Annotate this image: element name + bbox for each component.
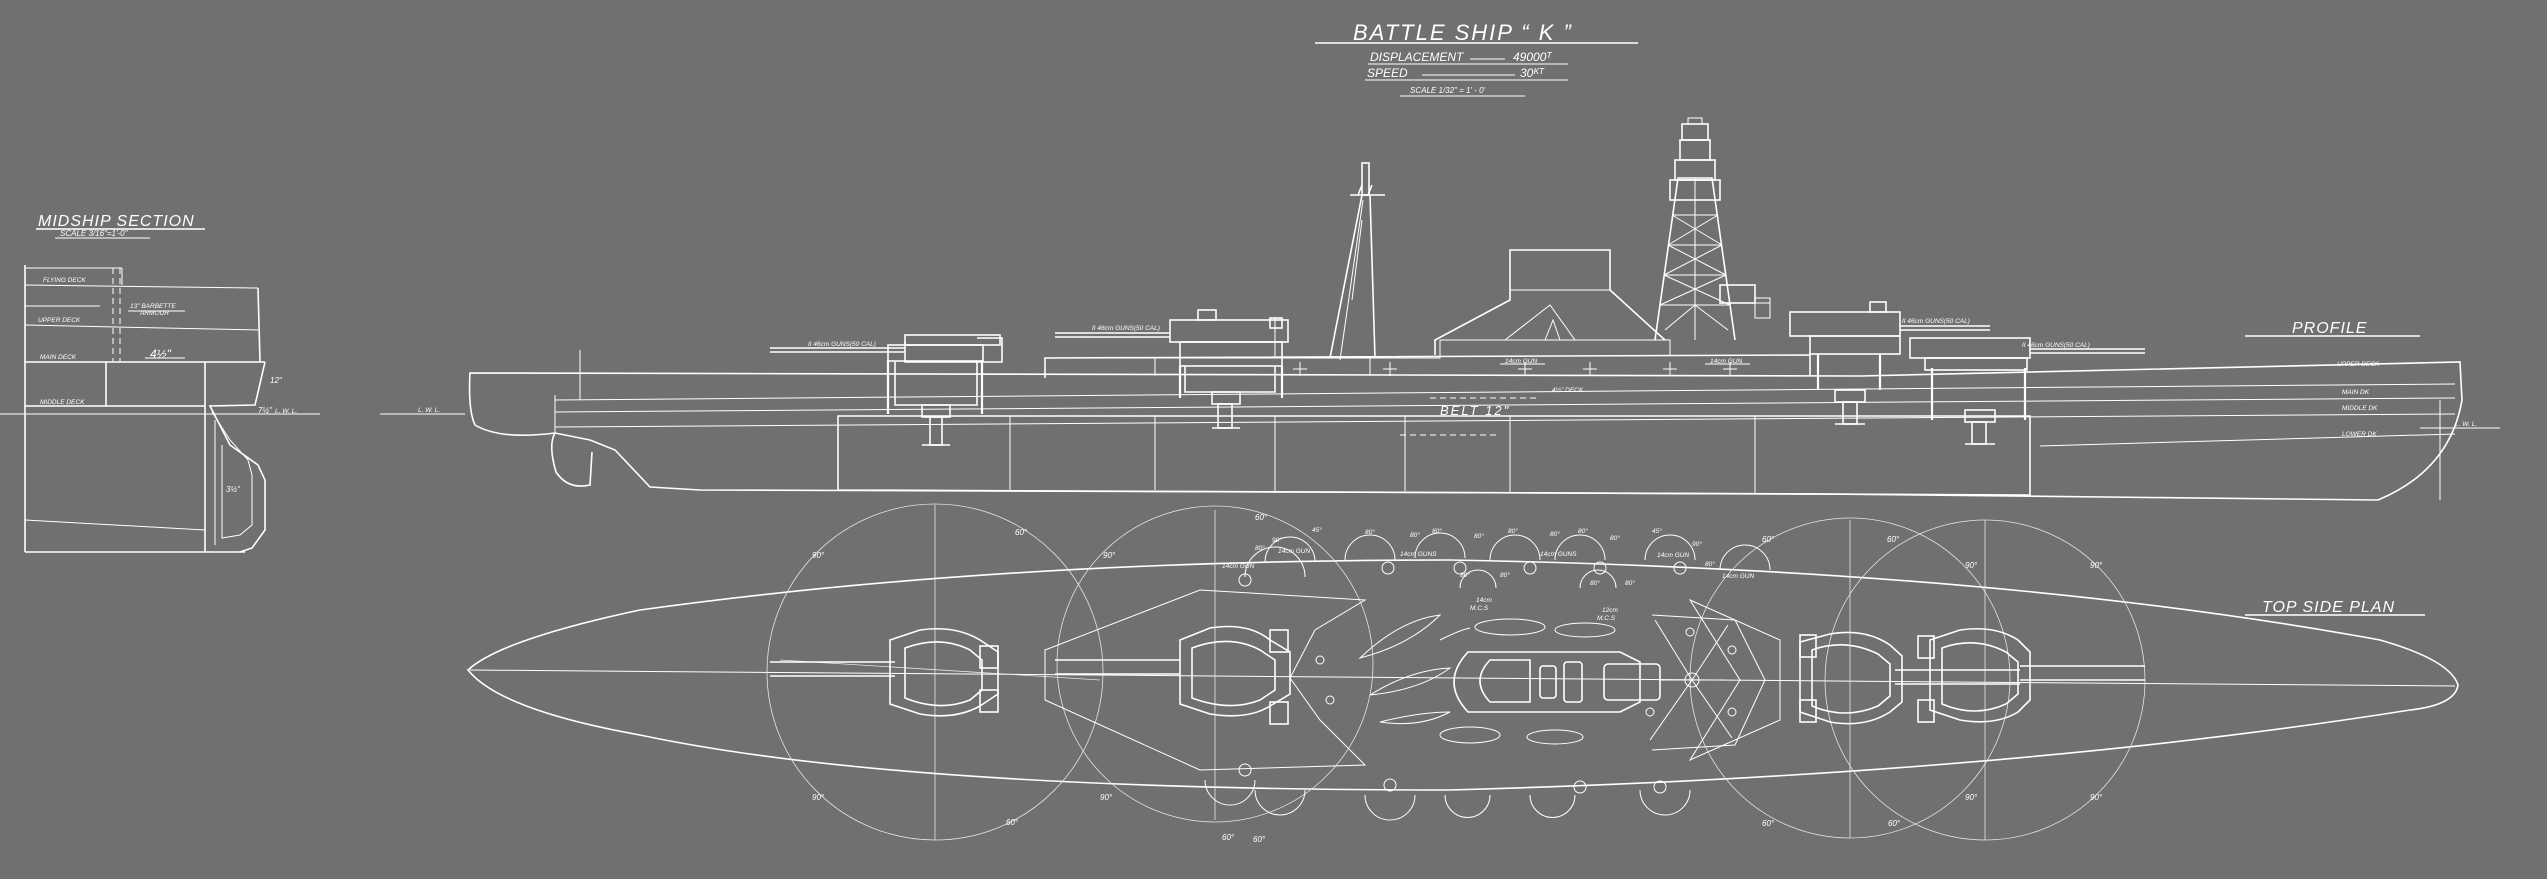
profile-turret-1 — [770, 334, 1003, 446]
profile-title: PROFILE — [2292, 320, 2367, 337]
arc-label: 90° — [1100, 793, 1113, 802]
profile-secondary-label-2: 14cm GUN — [1710, 358, 1742, 365]
plan-secondary-angles: 90° 80° 45° 80° 80° 80° 80° 80° 80° 80° … — [1255, 526, 1715, 587]
spec-displacement-label: DISPLACEMENT — [1370, 50, 1465, 64]
midship-deck-flying: FLYING DECK — [43, 277, 86, 284]
mcs-label: 14cm — [1476, 597, 1492, 604]
midship-deck-armour: 4½" — [150, 347, 172, 361]
arc-label: 60° — [1222, 833, 1235, 842]
sec-angle: 80° — [1410, 531, 1420, 539]
profile-turret-4 — [1909, 337, 2145, 445]
sec-gun-label: 14cm GUN — [1722, 573, 1754, 580]
sec-angle: 80° — [1625, 579, 1635, 587]
plan-arc-labels: 60° 90° 90° 60° 60° 90° 90° 60° 60° 60° … — [812, 513, 2103, 844]
profile-deck-main: MAIN DK — [2342, 389, 2370, 396]
arc-label: 60° — [1015, 528, 1028, 537]
midship-scale: SCALE 3/16"=1'-0" — [60, 229, 129, 238]
midship-dim-3: 3½" — [226, 485, 241, 494]
sec-angle: 90° — [1692, 540, 1702, 548]
profile-belt-label: BELT 12" — [1440, 403, 1510, 418]
sheet-scale: SCALE 1/32" = 1' - 0' — [1410, 86, 1486, 95]
arc-label: 90° — [1103, 551, 1116, 560]
midship-deck-middle: MIDDLE DECK — [40, 399, 85, 406]
sec-gun-label: 14cm GUNS — [1540, 551, 1577, 558]
spec-displacement-value: 49000ᵀ — [1513, 50, 1552, 64]
arc-label: 60° — [1762, 535, 1775, 544]
midship-title: MIDSHIP SECTION — [38, 213, 195, 230]
sec-angle: 90° — [1272, 536, 1282, 544]
midship-dim-12: 12" — [270, 376, 283, 385]
sec-gun-label: 14cm GUN — [1278, 548, 1310, 555]
profile-view: PROFILE L. W. L. L. W. L. BELT 12" 4½" D… — [380, 117, 2500, 501]
sec-angle: 80° — [1365, 528, 1375, 536]
sec-gun-label: 14cm GUNS — [1400, 551, 1437, 558]
midship-deck-upper: UPPER DECK — [38, 317, 81, 324]
sec-angle: 80° — [1590, 579, 1600, 587]
arc-label: 60° — [1888, 819, 1901, 828]
plan-turret-4 — [1917, 627, 2145, 723]
mcs-label: M.C.S — [1470, 605, 1489, 612]
profile-deck-middle: MIDDLE DK — [2342, 405, 2378, 412]
profile-turret-3 — [1789, 301, 1990, 425]
sec-angle: 80° — [1550, 530, 1560, 538]
arc-label: 90° — [2090, 793, 2103, 802]
sec-gun-label: 14cm GUN — [1222, 563, 1254, 570]
profile-turret-2 — [1055, 309, 1289, 429]
sec-angle: 80° — [1460, 571, 1470, 579]
spec-speed-value: 30ᴷᵀ — [1520, 66, 1545, 80]
arc-label: 90° — [1965, 561, 1978, 570]
sec-angle: 80° — [1508, 527, 1518, 535]
arc-label: 60° — [1253, 835, 1266, 844]
midship-section: MIDSHIP SECTION SCALE 3/16"=1'-0" FLYING… — [0, 213, 320, 553]
sec-angle: 80° — [1474, 532, 1484, 540]
title-block: BATTLE SHIP “ K ” DISPLACEMENT 49000ᵀ SP… — [1315, 20, 1638, 97]
sheet-title: BATTLE SHIP “ K ” — [1353, 20, 1573, 45]
midship-barbette-1: 13" BARBETTE — [130, 303, 176, 310]
plan-turret-2 — [1055, 625, 1291, 725]
sec-gun-label: 14cm GUN — [1657, 552, 1689, 559]
profile-gun-label-3: II 46cm GUNS(50 CAL) — [1902, 318, 1970, 325]
sec-angle: 80° — [1255, 544, 1265, 552]
sec-angle: 80° — [1578, 527, 1588, 535]
profile-waterline-right: L. W. L. — [2455, 421, 2477, 428]
profile-deck-lower: LOWER DK — [2342, 431, 2377, 438]
plan-title: TOP SIDE PLAN — [2262, 599, 2395, 616]
plan-bridge — [1453, 651, 1661, 713]
arc-label: 60° — [1762, 819, 1775, 828]
profile-waterline-left: L. W. L. — [418, 407, 440, 414]
spec-speed-label: SPEED — [1367, 66, 1408, 80]
mcs-label: 12cm — [1602, 607, 1618, 614]
midship-dim-7: 7½" — [258, 406, 273, 415]
mcs-label: M.C.S — [1597, 615, 1616, 622]
profile-gun-label-2: II 46cm GUNS(50 CAL) — [1092, 325, 1160, 332]
midship-barbette-2: ARMOUR — [139, 310, 169, 317]
profile-deck-armour: 4½" DECK — [1552, 386, 1584, 394]
profile-gun-label-4: II 46cm GUNS(50 CAL) — [2022, 342, 2090, 349]
plan-turret-3 — [1799, 631, 2020, 725]
plan-secondary-labels: 14cm GUN 14cm GUN 14cm GUNS 14cm GUNS 14… — [1222, 548, 1754, 622]
arc-label: 90° — [1965, 793, 1978, 802]
sec-angle: 80° — [1432, 527, 1442, 535]
profile-gun-label-1: II 46cm GUNS(50 CAL) — [808, 341, 876, 348]
arc-label: 60° — [1006, 818, 1019, 827]
sec-angle: 45° — [1312, 526, 1322, 534]
arc-label: 90° — [812, 793, 825, 802]
profile-deck-upper: UPPER DECK — [2337, 361, 2380, 368]
midship-deck-main: MAIN DECK — [40, 354, 77, 361]
arc-label: 60° — [1255, 513, 1268, 522]
top-side-plan: TOP SIDE PLAN 60° 90° 90° 60° 60° 90° 90… — [466, 503, 2459, 844]
sec-angle: 45° — [1652, 527, 1662, 535]
arc-label: 60° — [1887, 535, 1900, 544]
arc-label: 90° — [812, 551, 825, 560]
sec-angle: 80° — [1610, 534, 1620, 542]
arc-label: 90° — [2090, 561, 2103, 570]
sec-angle: 80° — [1500, 571, 1510, 579]
midship-waterline: L. W. L. — [275, 408, 297, 415]
sec-angle: 80° — [1705, 560, 1715, 568]
plan-turret-1 — [770, 627, 999, 717]
profile-secondary-label-1: 14cm GUN — [1505, 358, 1537, 365]
